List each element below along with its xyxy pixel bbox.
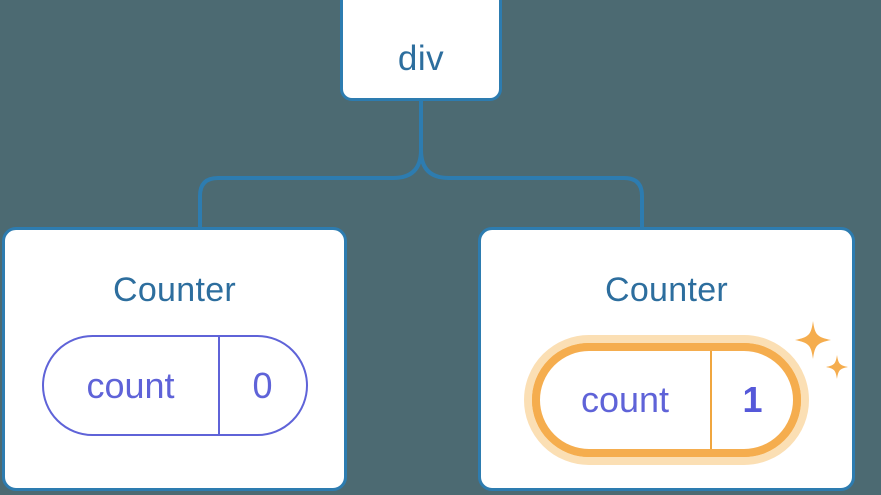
- state-pill-count-0[interactable]: count 0: [41, 335, 308, 436]
- state-pill-wrapper: count 1: [524, 321, 848, 465]
- state-value: 1: [742, 379, 763, 420]
- connector-branch-right: [419, 148, 644, 230]
- state-key: count: [44, 337, 220, 434]
- state-pill-wrapper: count 0: [41, 335, 308, 436]
- connector-branch-left: [198, 148, 423, 230]
- state-key: count: [540, 351, 712, 449]
- component-title: Counter: [112, 271, 237, 309]
- node-root-div[interactable]: div: [340, 0, 502, 101]
- sparkle-large-icon: [795, 321, 831, 359]
- sparkle-small-icon: [826, 355, 848, 379]
- state-pill-count-1[interactable]: count 1: [524, 335, 809, 465]
- node-counter-right[interactable]: Counter count 1: [478, 227, 855, 491]
- component-title: Counter: [604, 271, 729, 309]
- state-pill-inner: count 1: [532, 343, 801, 457]
- state-value: 0: [252, 364, 273, 406]
- node-counter-left[interactable]: Counter count 0: [2, 227, 347, 491]
- root-node-label: div: [397, 39, 445, 78]
